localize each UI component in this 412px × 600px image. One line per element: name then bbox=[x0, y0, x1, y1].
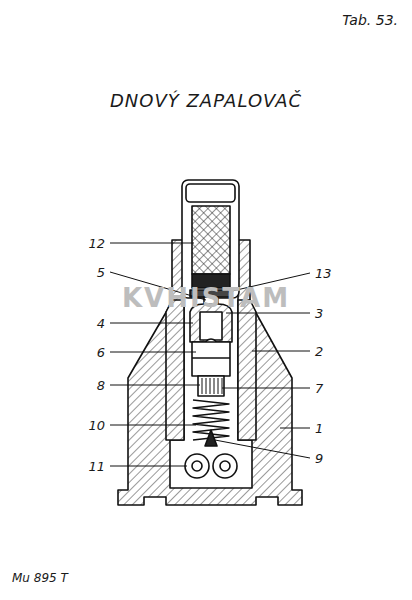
sleeve bbox=[238, 300, 256, 440]
ball bbox=[213, 454, 237, 478]
table-number: Tab. 53. bbox=[342, 13, 398, 27]
title: DNOVÝ ZAPALOVAČ bbox=[110, 92, 302, 110]
watermark: KVHISTAM bbox=[122, 285, 290, 311]
drawing-code: Mu 895 T bbox=[12, 572, 68, 584]
pin-core bbox=[200, 312, 222, 340]
callout-number: 7 bbox=[315, 382, 323, 395]
callout-number: 6 bbox=[97, 346, 105, 359]
callout-number: 10 bbox=[88, 419, 105, 432]
callout-number: 12 bbox=[88, 237, 105, 250]
gear-drum bbox=[198, 376, 224, 396]
leader-lines bbox=[110, 243, 310, 466]
callout-number: 3 bbox=[315, 307, 323, 320]
callout-number: 8 bbox=[97, 379, 105, 392]
ball bbox=[185, 454, 209, 478]
plunger bbox=[192, 342, 230, 376]
callout-number: 9 bbox=[315, 452, 323, 465]
fuze-body bbox=[118, 240, 302, 505]
callout-number: 1 bbox=[315, 422, 323, 435]
callout-number: 5 bbox=[97, 266, 105, 279]
cap bbox=[182, 180, 239, 298]
callout-number: 2 bbox=[315, 345, 323, 358]
callout-number: 13 bbox=[315, 267, 332, 280]
needle bbox=[205, 430, 217, 446]
sleeve-left bbox=[166, 300, 184, 440]
callout-number: 4 bbox=[97, 317, 105, 330]
cap-charge bbox=[192, 206, 230, 274]
callout-number: 11 bbox=[88, 460, 105, 473]
